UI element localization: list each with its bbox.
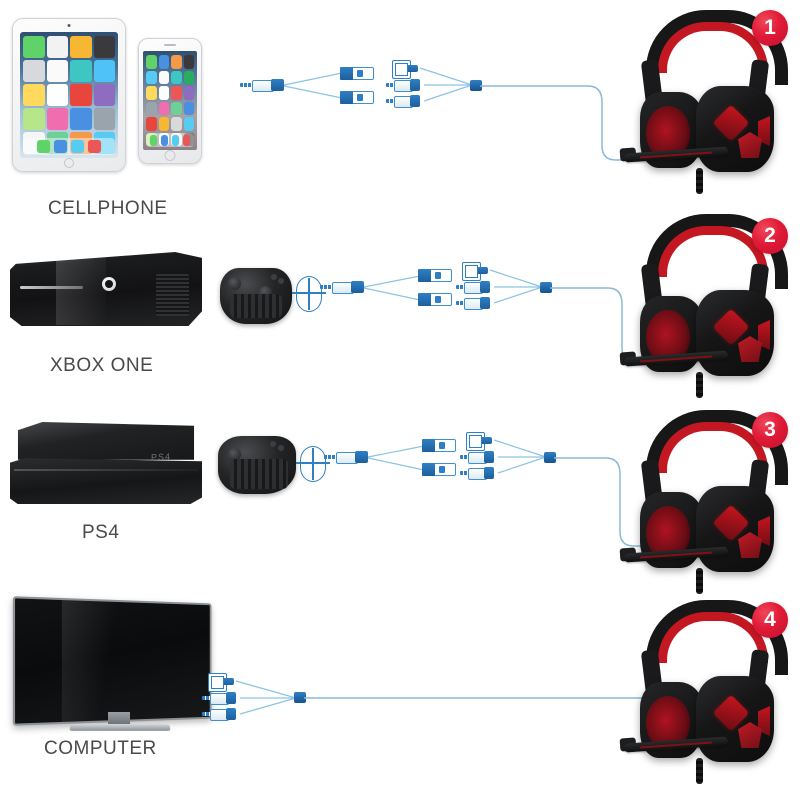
device-label-xbox-one: XBOX ONE — [50, 355, 154, 376]
controller-adapter-icon — [296, 446, 330, 482]
device-label-ps4: PS4 — [82, 522, 120, 543]
headset-y-cable — [235, 680, 297, 715]
tablet-dock — [23, 138, 115, 155]
tablet-device — [12, 18, 126, 172]
headset-main-cable — [480, 85, 640, 161]
splitter-female-jack-2 — [418, 293, 452, 306]
splitter-female-jack-2 — [340, 91, 374, 104]
cable-junction — [544, 452, 556, 463]
ps4-logo-label: PS4 — [151, 450, 172, 463]
gaming-headset-3 — [619, 408, 788, 594]
row-cellphone: CELLPHONE — [0, 0, 800, 219]
monitor-neck — [108, 712, 130, 724]
cable-junction — [540, 282, 552, 293]
splitter-y-cable — [283, 72, 343, 99]
controller-adapter-icon — [292, 276, 326, 312]
smartphone-screen — [143, 51, 197, 150]
monitor-base — [69, 724, 171, 731]
gaming-headset-4 — [619, 598, 788, 784]
badge-3: 3 — [752, 412, 788, 448]
tablet-screen — [20, 32, 118, 158]
splitter-y-cable — [363, 275, 421, 301]
smartphone-home-button — [164, 150, 176, 161]
splitter-y-cable — [367, 445, 425, 471]
splitter-female-jack-1 — [340, 67, 374, 80]
badge-2: 2 — [752, 218, 788, 254]
cable-junction — [470, 80, 482, 91]
splitter-female-jack-2 — [422, 463, 456, 476]
smartphone-dock — [146, 133, 194, 147]
badge-1: 1 — [752, 10, 788, 46]
tablet-home-button — [64, 158, 74, 168]
usb-plug — [208, 673, 234, 692]
headset-near-earcup — [696, 676, 774, 762]
xbox-logo-icon — [102, 277, 117, 292]
headset-y-cable — [489, 269, 543, 304]
headset-near-earcup — [696, 290, 774, 376]
monitor-device — [12, 596, 216, 738]
headset-main-cable — [554, 457, 662, 547]
headset-near-earcup — [696, 86, 774, 172]
device-label-computer: COMPUTER — [44, 738, 157, 759]
row-ps4: PS4 PS4 — [0, 400, 800, 600]
badge-4: 4 — [752, 602, 788, 638]
headset-near-earcup — [696, 486, 774, 572]
xbox-controller-chatpad — [220, 268, 292, 324]
row-computer: COMPUTER — [0, 590, 800, 790]
smartphone-device — [138, 38, 202, 164]
headset-y-cable — [419, 67, 473, 102]
splitter-female-jack-1 — [418, 269, 452, 282]
tablet-camera-icon — [67, 24, 71, 27]
cable-junction — [294, 692, 306, 703]
smartphone-earpiece-icon — [164, 44, 176, 46]
ps4-controller-keypad — [218, 436, 296, 494]
splitter-female-jack-1 — [422, 439, 456, 452]
gaming-headset-1 — [619, 8, 788, 194]
gaming-headset-2 — [619, 212, 788, 398]
usb-plug — [462, 262, 488, 281]
monitor-screen — [12, 596, 212, 726]
headset-y-cable — [493, 439, 547, 474]
usb-plug — [466, 432, 492, 451]
xbox-console — [10, 252, 202, 326]
headset-main-cable — [304, 697, 670, 699]
device-label-cellphone: CELLPHONE — [48, 198, 168, 219]
row-xbox-one: XBOX ONE — [0, 200, 800, 400]
usb-plug — [392, 60, 418, 79]
ps4-console: PS4 — [10, 422, 202, 504]
tablet-app-grid — [20, 32, 118, 158]
